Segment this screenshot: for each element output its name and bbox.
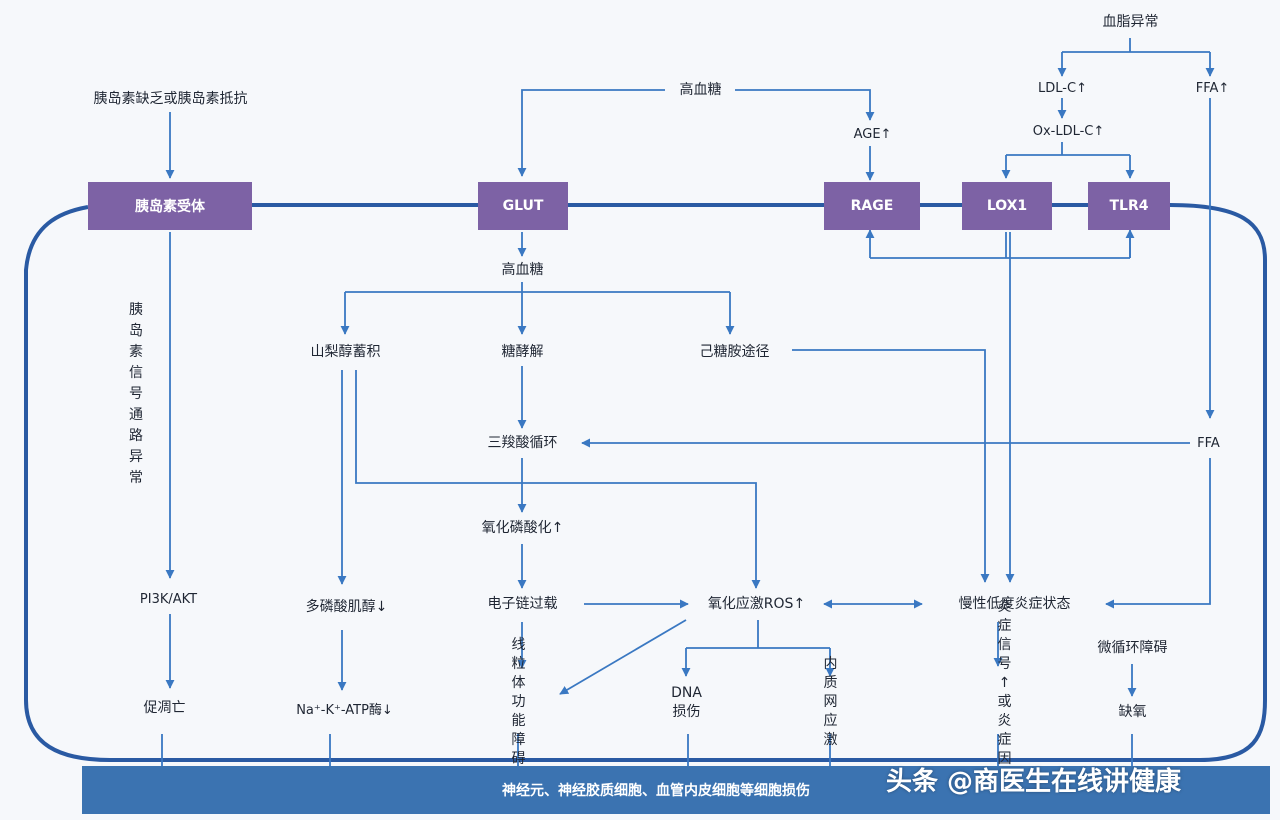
dyslipidemia-label: 血脂异常 (1102, 14, 1159, 30)
pi3k-label: PI3K/AKT (139, 592, 198, 607)
arrow-lox1-tlr4-rage (870, 232, 1131, 259)
tca-label: 三羧酸循环 (487, 435, 558, 451)
hyperglycemia-mid-label: 高血糖 (501, 262, 544, 278)
etc-label: 电子链过载 (487, 596, 558, 612)
glut-box: GLUT (478, 182, 568, 230)
arrow-ffa-inflammation (1105, 458, 1211, 609)
line-dyslipidemia-split (1062, 38, 1210, 53)
arrow-glucose-age (735, 89, 875, 121)
dna-damage-label: DNA 损伤 (671, 684, 702, 720)
atpase-label: Na⁺-K⁺-ATP酶↓ (296, 703, 393, 718)
inositol-label: 多磷酸肌醇↓ (305, 599, 388, 615)
ffa-top-label: FFA↑ (1195, 81, 1230, 96)
arrow-to-bottom-bar (161, 734, 1133, 768)
cell-damage-label: 神经元、神经胶质细胞、血管内皮细胞等细胞损伤 (502, 783, 810, 799)
ffa-mid-label: FFA (1197, 436, 1220, 451)
mitochondria-label: 线粒体 功能障碍 (511, 637, 526, 767)
arrow-sorbitol-ros (355, 370, 761, 589)
insulin-receptor-box: 胰岛素受体 (88, 182, 252, 230)
line-ros-split (686, 620, 830, 649)
sorbitol-label: 山梨醇蓄积 (310, 344, 381, 360)
hypoxia-label: 缺氧 (1118, 704, 1147, 720)
insulin-signal-vertical-label: 胰岛素信号通路异常 (129, 302, 143, 486)
er-stress-label: 内质网 应激 (823, 656, 838, 748)
insulin-deficiency-label: 胰岛素缺乏或胰岛素抵抗 (93, 91, 248, 107)
hyperglycemia-top-label: 高血糖 (679, 82, 722, 98)
oxldl-label: Ox-LDL-C↑ (1032, 124, 1105, 139)
arrow-glucose-glut (517, 89, 665, 177)
age-label: AGE↑ (853, 127, 892, 142)
source-watermark: 头条 @商医生在线讲健康 (886, 767, 1182, 797)
rage-box: RAGE (824, 182, 920, 230)
arrow-ros-mito (559, 619, 687, 695)
oxphos-label: 氧化磷酸化↑ (481, 520, 564, 536)
tlr4-box: TLR4 (1088, 182, 1170, 230)
line-glucose-split (345, 282, 730, 293)
ros-label: 氧化应激ROS↑ (707, 596, 806, 612)
glycolysis-label: 糖酵解 (501, 344, 544, 360)
line-oxldl-split (1006, 142, 1130, 156)
cell-damage-bar: 神经元、神经胶质细胞、血管内皮细胞等细胞损伤 (82, 766, 1270, 814)
arrow-hexosamine-inflammation (792, 349, 990, 583)
apoptosis-label: 促凋亡 (143, 700, 186, 716)
hexosamine-label: 己糖胺途径 (699, 344, 770, 360)
cell-membrane (24, 203, 1267, 762)
ldl-label: LDL-C↑ (1038, 81, 1087, 96)
lox1-box: LOX1 (962, 182, 1052, 230)
microcirculation-label: 微循环障碍 (1097, 640, 1168, 656)
inflammation-label: 慢性低度炎症状态 (958, 596, 1071, 612)
